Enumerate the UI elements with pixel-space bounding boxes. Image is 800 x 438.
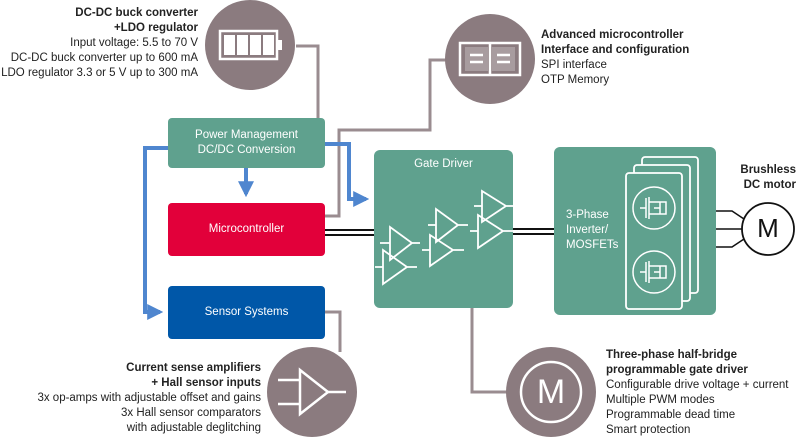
- power-callout-text: DC-DC buck converter +LDO regulator Inpu…: [1, 7, 198, 79]
- mosfet-icons: [632, 186, 676, 294]
- gate-driver-callout-circle: [506, 347, 596, 437]
- power-management-label-1: Power Management: [195, 129, 298, 141]
- microcontroller-label: Microcontroller: [208, 223, 285, 235]
- motor-symbol: [741, 202, 795, 256]
- motor-wires: [716, 210, 745, 248]
- motor-letter: M: [757, 213, 779, 243]
- gate-driver-callout-line: [470, 308, 510, 394]
- sensor-callout-circle: [267, 347, 357, 437]
- arrow-to-sensor-systems: [143, 146, 168, 320]
- sensor-systems-label: Sensor Systems: [204, 306, 289, 318]
- sensor-callout-text: Current sense amplifiers + Hall sensor i…: [37, 362, 261, 434]
- power-arrows: [143, 142, 370, 320]
- sensor-systems-block: Sensor Systems: [168, 286, 325, 339]
- power-management-label-2: DC/DC Conversion: [197, 144, 296, 156]
- gate-driver-label: Gate Driver: [414, 158, 473, 170]
- callout-circles: [205, 0, 596, 437]
- memory-chip-icon: [458, 41, 522, 77]
- gate-driver-block: [374, 150, 513, 308]
- bus-lines: [325, 228, 554, 236]
- battery-icon: [218, 29, 282, 61]
- arrow-to-gate-driver: [325, 142, 370, 207]
- op-amp-icon: [278, 367, 346, 417]
- motor-label: Brushless DC motor: [740, 164, 796, 191]
- microcontroller-block: Microcontroller: [168, 203, 325, 256]
- power-callout-line: [296, 44, 320, 122]
- mcu-callout-line: [324, 58, 448, 218]
- mcu-interface-callout-text: Advanced microcontroller Interface and c…: [541, 29, 690, 86]
- gate-driver-amplifier-icons: [375, 189, 514, 286]
- gate-driver-callout-letter: M: [536, 373, 566, 411]
- sensor-callout-line: [324, 310, 342, 352]
- motor-icon: [519, 360, 583, 424]
- power-management-block: Power Management DC/DC Conversion: [168, 118, 325, 168]
- gate-driver-callout-text: Three-phase half-bridge programmable gat…: [606, 349, 789, 436]
- inverter-label: 3-Phase Inverter/ MOSFETs: [566, 209, 619, 251]
- mosfet-cards: [625, 156, 699, 310]
- connector-lines: [296, 44, 510, 394]
